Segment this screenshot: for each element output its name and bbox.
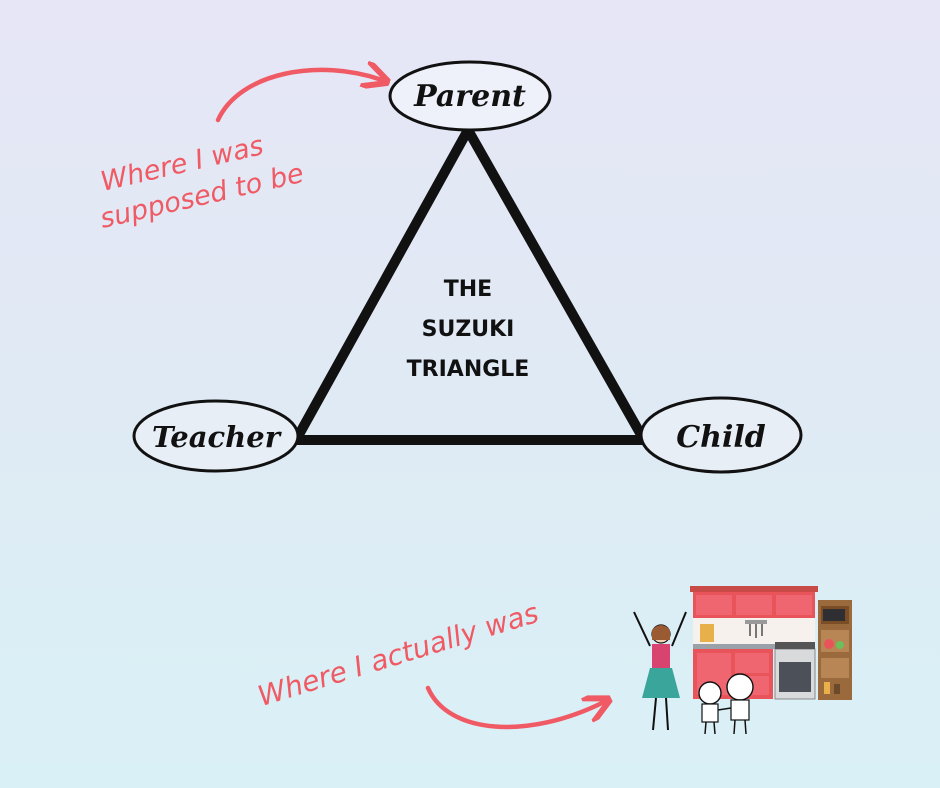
children-illustration	[698, 673, 754, 735]
triangle	[287, 119, 653, 445]
actual-arrow	[425, 685, 604, 730]
parent-ellipse	[388, 60, 552, 132]
diagram-title-line-3: TRIANGLE	[407, 357, 530, 382]
mother-illustration	[633, 611, 687, 731]
child-ellipse	[639, 396, 803, 474]
teacher-ellipse	[132, 399, 300, 473]
teacher-label: Teacher	[152, 420, 283, 454]
supposed-arrow	[215, 70, 382, 123]
parent-node: Parent	[388, 60, 552, 132]
supposed-annotation: Where I was supposed to be	[97, 130, 306, 235]
child-label: Child	[676, 420, 765, 455]
parent-label: Parent	[413, 79, 526, 114]
actual-annotation: Where I actually was	[254, 596, 542, 713]
child-node: Child	[639, 396, 803, 474]
kitchen-illustration	[690, 586, 852, 700]
diagram-title-line-1: THE	[444, 277, 492, 302]
diagram-title-line-2: SUZUKI	[422, 317, 515, 342]
actual-note: Where I actually was	[254, 596, 542, 713]
teacher-node: Teacher	[132, 399, 300, 473]
